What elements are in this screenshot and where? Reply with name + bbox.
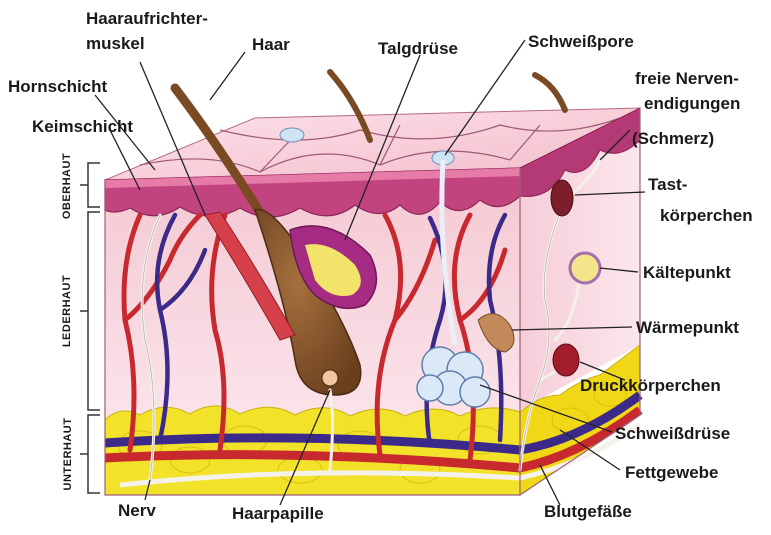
- sweat-pore-1: [280, 128, 304, 142]
- label-druckkoerperchen: Druckkörperchen: [580, 375, 721, 396]
- label-freie-nerven-3: (Schmerz): [632, 128, 714, 149]
- label-freie-nerven-2: endigungen: [644, 93, 740, 114]
- label-keimschicht: Keimschicht: [32, 116, 133, 137]
- label-hornschicht: Hornschicht: [8, 76, 107, 97]
- label-haaraufrichtermuskel-1: Haaraufrichter-: [86, 8, 208, 29]
- label-haar: Haar: [252, 34, 290, 55]
- label-schweisspore: Schweißpore: [528, 31, 634, 52]
- tactile-corpuscle: [551, 180, 573, 216]
- label-kaeltepunkt: Kältepunkt: [643, 262, 731, 283]
- label-tastkoerperchen-1: Tast-: [648, 174, 687, 195]
- layer-brackets: [80, 163, 100, 493]
- layer-label-unterhaut: UNTERHAUT: [62, 416, 74, 492]
- label-waermepunkt: Wärmepunkt: [636, 317, 739, 338]
- hair-3: [535, 75, 565, 110]
- pressure-corpuscle: [553, 344, 579, 376]
- label-tastkoerperchen-2: körperchen: [660, 205, 753, 226]
- label-haaraufrichtermuskel-2: muskel: [86, 33, 145, 54]
- label-freie-nerven-1: freie Nerven-: [635, 68, 739, 89]
- label-blutgefaesse: Blutgefäße: [544, 501, 632, 522]
- hair-papilla: [322, 370, 338, 386]
- layer-label-lederhaut: LEDERHAUT: [61, 271, 73, 351]
- label-haarpapille: Haarpapille: [232, 503, 324, 524]
- label-schweissdruese: Schweißdrüse: [615, 423, 730, 444]
- layer-label-oberhaut: OBERHAUT: [61, 151, 73, 221]
- label-fettgewebe: Fettgewebe: [625, 462, 719, 483]
- label-talgdruese: Talgdrüse: [378, 38, 458, 59]
- label-nerv: Nerv: [118, 500, 156, 521]
- cold-point: [570, 253, 600, 283]
